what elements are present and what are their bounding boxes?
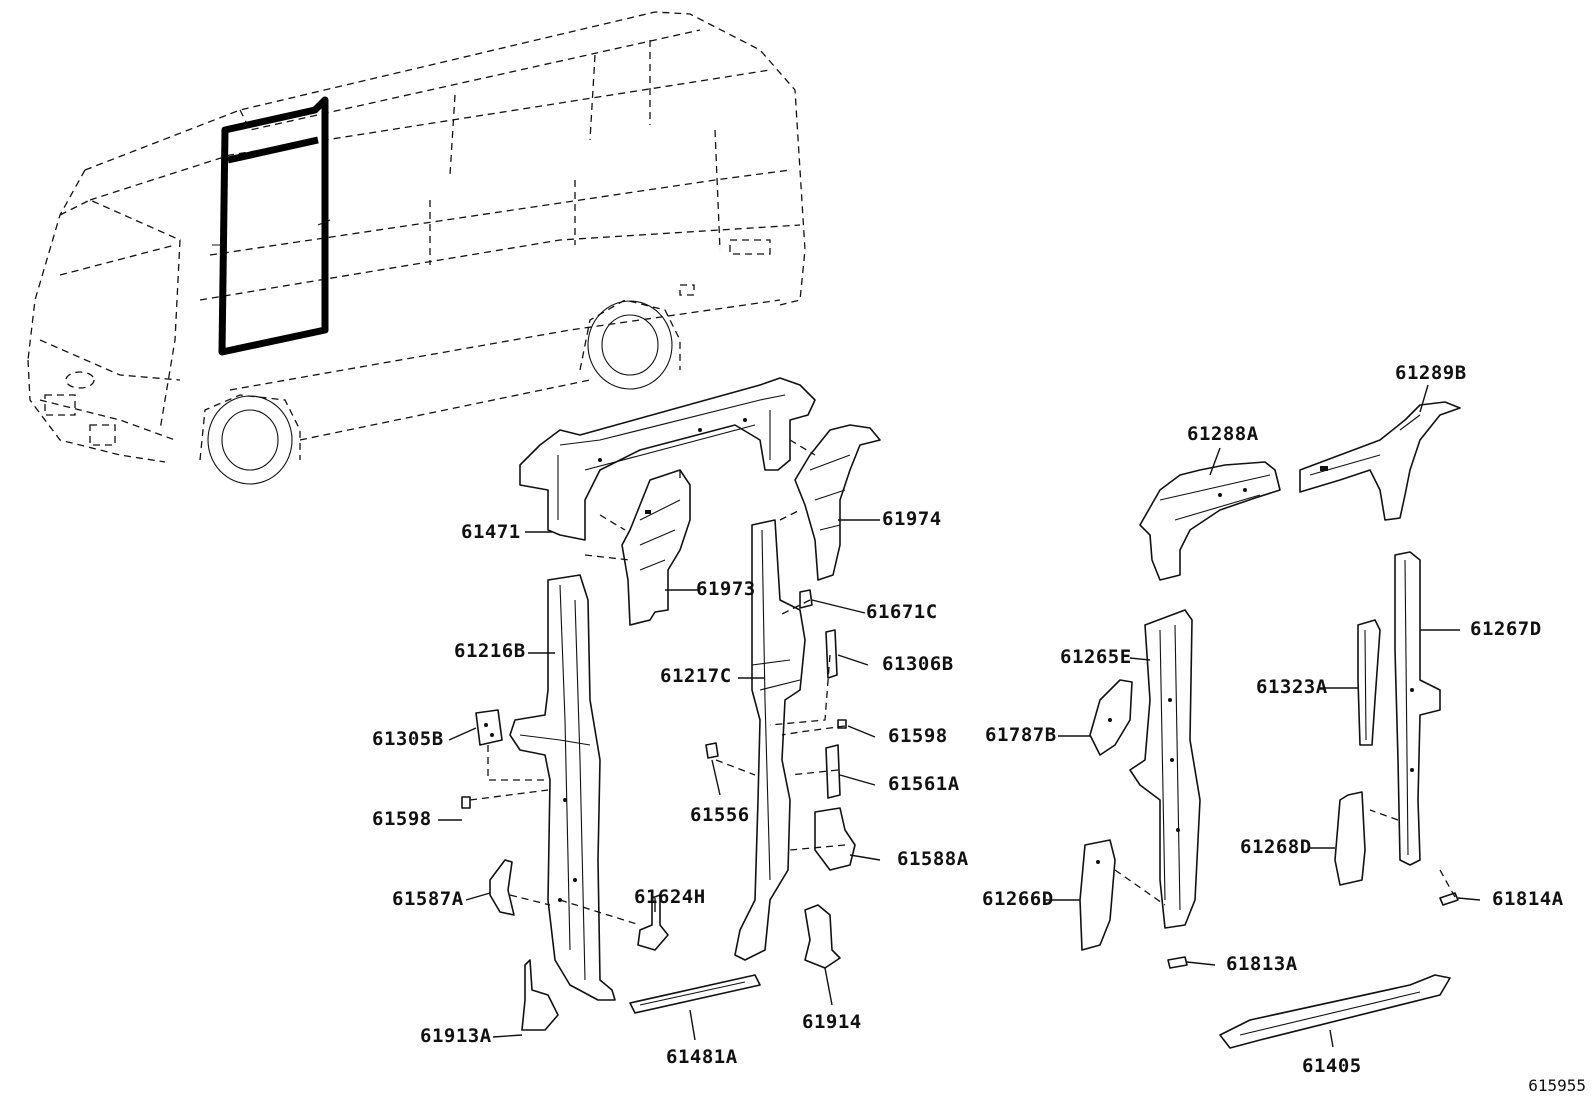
label-61671C: 61671C [866,601,938,623]
label-61481A: 61481A [666,1046,738,1068]
leader-lines [438,384,1481,1048]
label-61556: 61556 [690,804,750,826]
part-61813A [1167,956,1188,969]
part-61587A [489,859,515,916]
label-61216B: 61216B [454,640,526,662]
label-61588A: 61588A [897,848,969,870]
label-61787B: 61787B [985,724,1057,746]
part-61588A [814,807,856,871]
part-61305B [475,709,503,746]
label-61624H: 61624H [634,886,706,908]
part-61288A [1139,461,1281,581]
label-61288A: 61288A [1187,423,1259,445]
part-61323A [1357,619,1381,746]
part-61598a [461,796,471,809]
part-61481A [629,974,761,1014]
part-61267D [1394,551,1441,866]
part-61217C [734,519,806,961]
label-61323A: 61323A [1256,676,1328,698]
part-61216B [509,574,616,1001]
label-61598b: 61598 [888,725,948,747]
label-61266D: 61266D [982,888,1054,910]
part-61973 [621,469,691,626]
label-61913A: 61913A [420,1025,492,1047]
part-61787B [1089,679,1133,756]
part-61814A [1439,892,1459,906]
figure-reference: 615955 [1528,1076,1586,1095]
label-61305B: 61305B [372,728,444,750]
label-61598a: 61598 [372,808,432,830]
label-61974: 61974 [882,508,942,530]
label-61405: 61405 [1302,1055,1362,1077]
label-61561A: 61561A [888,773,960,795]
label-61289B: 61289B [1395,362,1467,384]
part-61405 [1219,974,1451,1049]
part-61556 [705,742,719,759]
label-61268D: 61268D [1240,836,1312,858]
part-61306B [825,629,838,679]
label-61471: 61471 [461,521,521,543]
part-61974 [794,424,881,581]
label-61814A: 61814A [1492,888,1564,910]
part-61471 [519,377,816,541]
part-61624H [637,894,669,951]
label-61813A: 61813A [1226,953,1298,975]
van-illustration [27,11,806,485]
part-61561A [825,744,841,799]
label-61265E: 61265E [1060,646,1132,668]
part-61913A [521,959,559,1031]
part-61914 [804,904,841,969]
label-61267D: 61267D [1470,618,1542,640]
part-61266D [1079,839,1116,951]
label-61973: 61973 [696,578,756,600]
part-61671C [799,589,813,609]
part-61265E [1129,609,1201,929]
label-61217C: 61217C [660,665,732,687]
label-61914: 61914 [802,1011,862,1033]
part-61268D [1334,791,1366,886]
label-61587A: 61587A [392,888,464,910]
part-61289B [1299,401,1461,521]
label-61306B: 61306B [882,653,954,675]
